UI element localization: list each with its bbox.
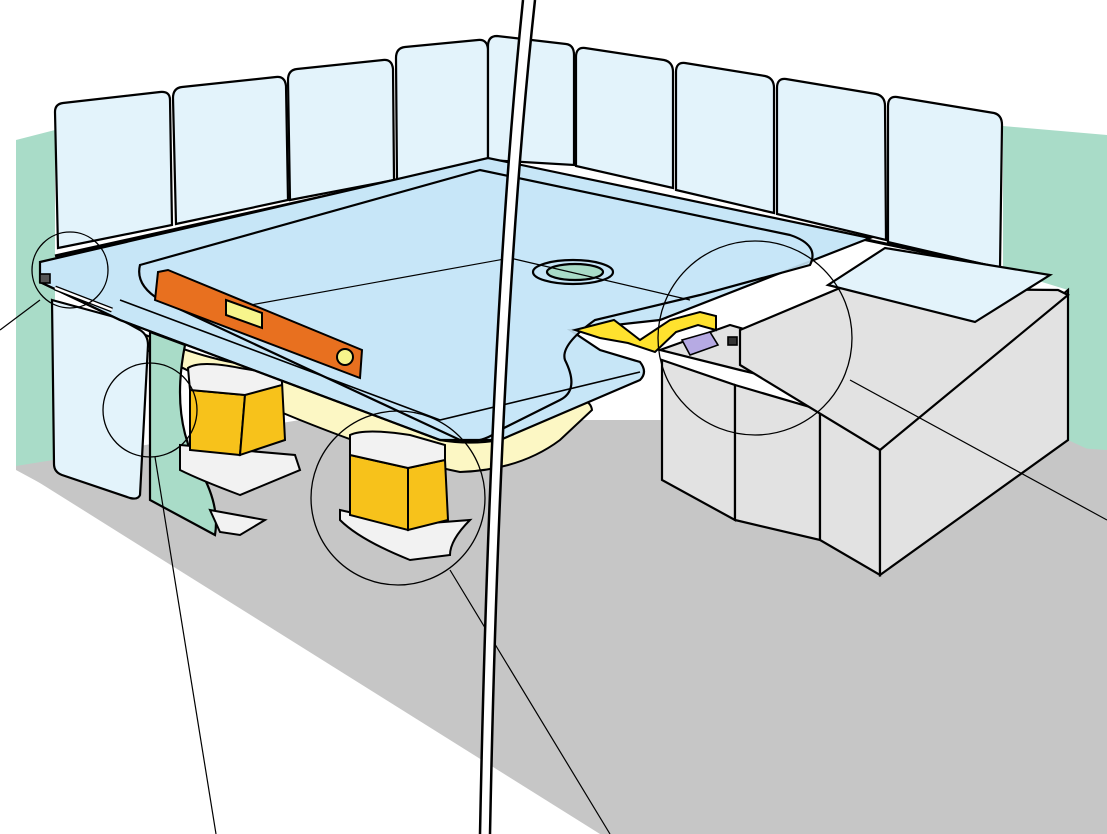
tile (488, 36, 574, 165)
tile (676, 63, 774, 213)
tile (173, 77, 288, 224)
level-end-vial (337, 349, 353, 365)
clip-pin (728, 337, 737, 345)
tile (777, 79, 886, 240)
tile (288, 60, 394, 200)
tile (888, 97, 1002, 268)
tile (396, 40, 488, 180)
wall-left (16, 130, 55, 470)
block-front (190, 390, 245, 455)
edge-clip-body (40, 274, 50, 283)
tile (55, 92, 172, 248)
tile (576, 48, 673, 188)
plinth-front-2 (735, 385, 820, 540)
tile (52, 300, 148, 499)
block-side (408, 460, 448, 530)
wall-left-surface (16, 130, 55, 470)
